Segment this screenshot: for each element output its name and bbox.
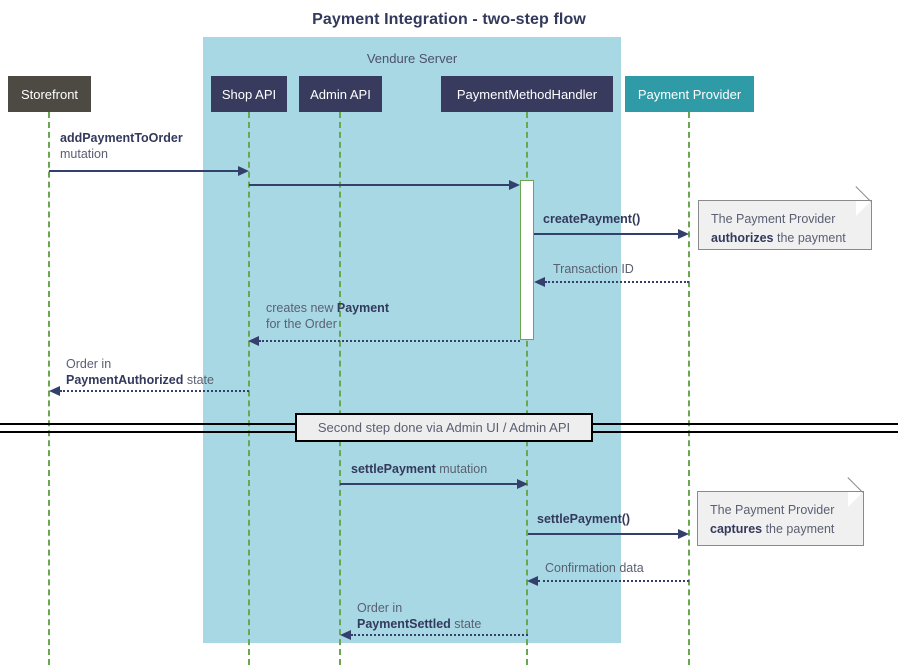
activation-bar-payment-method-handler: [520, 180, 534, 340]
participant-payment-provider[interactable]: Payment Provider: [625, 76, 754, 112]
participant-label: Payment Provider: [637, 86, 742, 102]
arrow-head-left-icon: [340, 630, 351, 640]
message-label-bold: addPaymentToOrder: [60, 131, 183, 145]
lifeline-payment-provider: [688, 112, 690, 665]
message-line-settle-payment-call: [528, 533, 678, 535]
participant-label: Admin API: [310, 86, 371, 102]
participant-payment-method-handler[interactable]: PaymentMethodHandler: [441, 76, 613, 112]
message-label-transaction-id: Transaction ID: [553, 261, 634, 277]
message-label-line-2: for the Order: [266, 317, 337, 331]
arrow-head-left-icon: [534, 277, 545, 287]
note-line-2-bold: captures: [710, 522, 763, 536]
note-payment-provider-captures: The Payment Provider captures the paymen…: [697, 477, 864, 546]
message-label-plain: state: [183, 373, 214, 387]
lifeline-admin-api: [339, 112, 341, 665]
note-line-1: The Payment Provider: [710, 503, 835, 517]
message-label-plain: mutation: [435, 462, 488, 476]
message-label-bold: PaymentSettled: [357, 617, 451, 631]
message-line-create-payment: [534, 233, 678, 235]
message-line-creates-new-payment: [259, 340, 520, 342]
message-label-create-payment: createPayment(): [543, 211, 640, 227]
message-label-confirmation-data: Confirmation data: [545, 560, 644, 576]
message-label-add-payment-to-order: addPaymentToOrder mutation: [60, 130, 183, 162]
message-label-plain: creates new: [266, 301, 337, 315]
message-line-settle-payment-mutation: [340, 483, 517, 485]
message-label-settle-payment-mutation: settlePayment mutation: [351, 461, 487, 477]
message-line-shop-api-to-handler: [249, 184, 509, 186]
message-label-line-1: Order in: [66, 357, 112, 371]
message-label-creates-new-payment: creates new Payment for the Order: [266, 300, 389, 332]
message-label-line-2: PaymentSettled state: [357, 616, 481, 632]
lifeline-shop-api: [248, 112, 250, 665]
message-label-bold: Payment: [336, 301, 389, 315]
note-line-2: captures the payment: [710, 520, 851, 539]
arrow-head-right-icon: [517, 479, 528, 489]
participant-shop-api[interactable]: Shop API: [211, 76, 287, 112]
message-label-line-1: Order in: [357, 601, 403, 615]
arrow-head-right-icon: [509, 180, 520, 190]
note-line-2-bold: authorizes: [711, 231, 774, 245]
note-line-1: The Payment Provider: [711, 212, 836, 226]
group-label-vendure-server: Vendure Server: [366, 51, 458, 66]
participant-label: Shop API: [221, 86, 277, 102]
message-label-line-2: PaymentAuthorized state: [66, 372, 214, 388]
message-line-confirmation-data: [538, 580, 689, 582]
arrow-head-right-icon: [678, 229, 689, 239]
message-label-plain: Transaction ID: [553, 262, 634, 276]
arrow-head-left-icon: [527, 576, 538, 586]
message-label-plain: state: [450, 617, 482, 631]
message-line-order-payment-authorized: [60, 390, 249, 392]
message-label-line-1: creates new Payment: [266, 300, 389, 316]
note-fold-edge-icon: [847, 477, 863, 493]
divider-box-second-step: Second step done via Admin UI / Admin AP…: [295, 413, 593, 442]
diagram-title: Payment Integration - two-step flow: [312, 11, 586, 28]
participant-storefront[interactable]: Storefront: [8, 76, 91, 112]
message-label-bold: createPayment(): [543, 212, 641, 226]
note-line-2-rest: the payment: [773, 231, 846, 245]
message-label-order-payment-authorized: Order in PaymentAuthorized state: [66, 356, 214, 388]
participant-label: PaymentMethodHandler: [456, 86, 598, 102]
participant-admin-api[interactable]: Admin API: [299, 76, 382, 112]
message-label-settle-payment-call: settlePayment(): [537, 511, 630, 527]
message-line-transaction-id: [545, 281, 689, 283]
note-fold-corner-icon: [856, 201, 871, 216]
divider-label: Second step done via Admin UI / Admin AP…: [317, 420, 571, 435]
arrow-head-right-icon: [678, 529, 689, 539]
arrow-head-left-icon: [248, 336, 259, 346]
lifeline-payment-method-handler: [526, 112, 528, 665]
note-payment-provider-authorizes: The Payment Provider authorizes the paym…: [698, 186, 872, 250]
arrow-head-left-icon: [49, 386, 60, 396]
arrow-head-right-icon: [238, 166, 249, 176]
note-fold-corner-icon: [848, 492, 863, 507]
message-label-order-payment-settled: Order in PaymentSettled state: [357, 600, 481, 632]
participant-label: Storefront: [20, 86, 79, 102]
message-label-bold: settlePayment(): [537, 512, 631, 526]
message-label-bold: PaymentAuthorized: [66, 373, 184, 387]
note-line-2-rest: the payment: [762, 522, 835, 536]
note-line-2: authorizes the payment: [711, 229, 859, 248]
message-label-plain: mutation: [60, 147, 108, 161]
message-line-order-payment-settled: [351, 634, 528, 636]
note-fold-edge-icon: [855, 186, 871, 202]
message-label-plain: Confirmation data: [545, 561, 644, 575]
message-label-bold: settlePayment: [351, 462, 436, 476]
message-line-add-payment-to-order: [49, 170, 238, 172]
